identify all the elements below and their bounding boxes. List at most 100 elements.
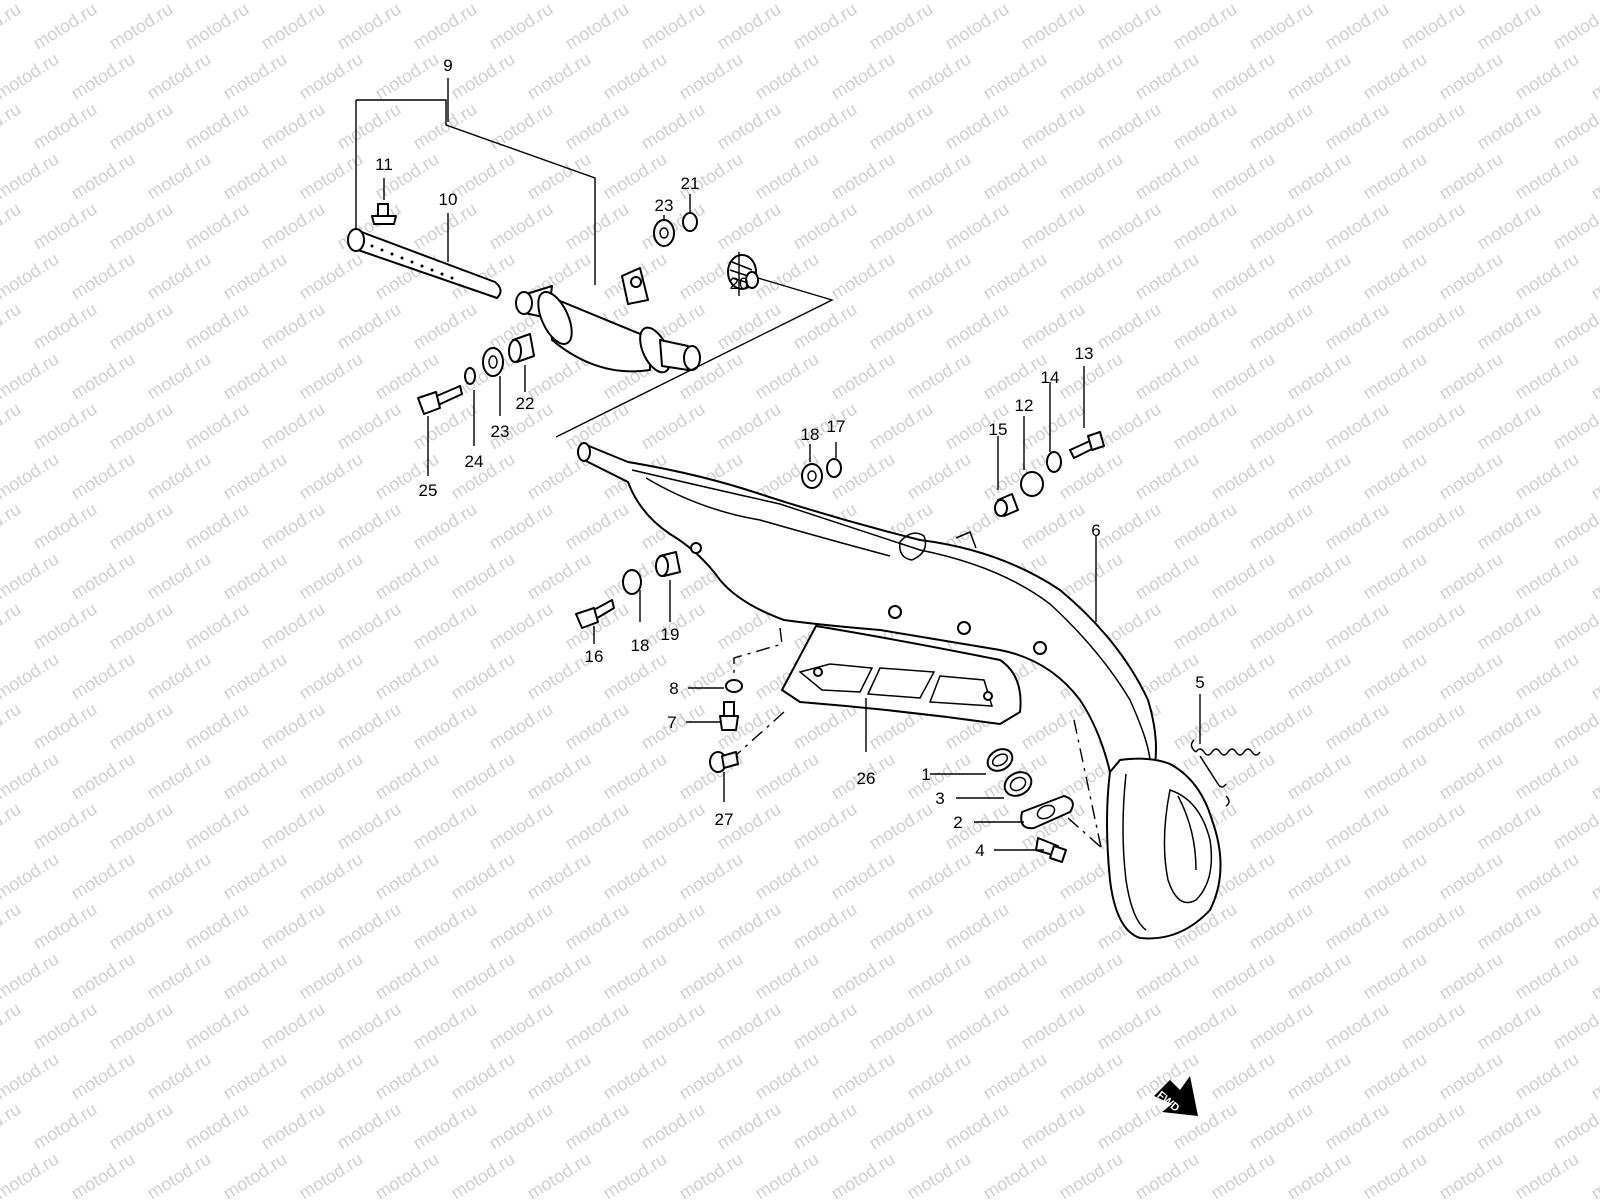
- watermark-text: motod.ru: [942, 199, 1013, 254]
- watermark-text: motod.ru: [790, 299, 861, 354]
- watermark-text: motod.ru: [1588, 349, 1600, 404]
- watermark-text: motod.ru: [790, 799, 861, 854]
- watermark-text: motod.ru: [1474, 799, 1545, 854]
- watermark-text: motod.ru: [980, 249, 1051, 304]
- watermark-text: motod.ru: [1322, 0, 1393, 53]
- watermark-text: motod.ru: [904, 949, 975, 1004]
- watermark-text: motod.ru: [1056, 149, 1127, 204]
- watermark-text: motod.ru: [1018, 1099, 1089, 1154]
- collar-15: [994, 493, 1019, 517]
- watermark-text: motod.ru: [1550, 999, 1600, 1054]
- watermark-text: motod.ru: [0, 899, 24, 954]
- watermark-text: motod.ru: [372, 1049, 443, 1104]
- watermark-text: motod.ru: [638, 0, 709, 53]
- watermark-text: motod.ru: [1132, 249, 1203, 304]
- watermark-text: motod.ru: [258, 199, 329, 254]
- watermark-text: motod.ru: [1322, 699, 1393, 754]
- watermark-text: motod.ru: [296, 349, 367, 404]
- watermark-text: motod.ru: [1474, 199, 1545, 254]
- watermark-text: motod.ru: [296, 49, 367, 104]
- watermark-text: motod.ru: [410, 399, 481, 454]
- watermark-text: motod.ru: [1588, 49, 1600, 104]
- watermark-text: motod.ru: [1284, 149, 1355, 204]
- watermark-text: motod.ru: [1398, 899, 1469, 954]
- watermark-text: motod.ru: [0, 649, 62, 704]
- watermark-text: motod.ru: [1360, 49, 1431, 104]
- watermark-text: motod.ru: [486, 799, 557, 854]
- watermark-text: motod.ru: [144, 349, 215, 404]
- washer-23-upper: [653, 219, 675, 247]
- watermark-text: motod.ru: [30, 799, 101, 854]
- callout-23-upper: 23: [655, 196, 674, 215]
- watermark-text: motod.ru: [30, 0, 101, 53]
- callout-19: 19: [661, 625, 680, 644]
- watermark-text: motod.ru: [828, 1049, 899, 1104]
- watermark-text: motod.ru: [220, 149, 291, 204]
- watermark-text: motod.ru: [1360, 949, 1431, 1004]
- collar-19: [655, 551, 681, 577]
- watermark-text: motod.ru: [0, 599, 24, 654]
- watermark-text: motod.ru: [1246, 799, 1317, 854]
- watermark-text: motod.ru: [1360, 0, 1431, 3]
- watermark-text: motod.ru: [1246, 299, 1317, 354]
- watermark-text: motod.ru: [1474, 0, 1545, 53]
- watermark-text: motod.ru: [980, 149, 1051, 204]
- watermark-text: motod.ru: [828, 249, 899, 304]
- watermark-text: motod.ru: [296, 949, 367, 1004]
- callout-22: 22: [516, 394, 535, 413]
- watermark-text: motod.ru: [676, 49, 747, 104]
- watermark-text: motod.ru: [1550, 299, 1600, 354]
- watermark-text: motod.ru: [1360, 249, 1431, 304]
- watermark-text: motod.ru: [980, 0, 1051, 3]
- watermark-text: motod.ru: [410, 599, 481, 654]
- watermark-text: motod.ru: [30, 499, 101, 554]
- watermark-text: motod.ru: [1360, 549, 1431, 604]
- watermark-text: motod.ru: [1284, 0, 1355, 3]
- watermark-text: motod.ru: [1588, 949, 1600, 1004]
- watermark-text: motod.ru: [1208, 949, 1279, 1004]
- watermark-text: motod.ru: [1284, 349, 1355, 404]
- watermark-text: motod.ru: [144, 749, 215, 804]
- watermark-text: motod.ru: [296, 1049, 367, 1104]
- watermark-text: motod.ru: [828, 1149, 899, 1200]
- watermark-text: motod.ru: [1512, 649, 1583, 704]
- watermark-text: motod.ru: [1588, 249, 1600, 304]
- watermark-text: motod.ru: [638, 799, 709, 854]
- watermark-text: motod.ru: [1322, 399, 1393, 454]
- watermark-text: motod.ru: [68, 349, 139, 404]
- watermark-text: motod.ru: [0, 1149, 62, 1200]
- watermark-text: motod.ru: [1550, 99, 1600, 154]
- watermark-text: motod.ru: [0, 549, 62, 604]
- watermark-text: motod.ru: [676, 1149, 747, 1200]
- watermark-text: motod.ru: [1246, 599, 1317, 654]
- watermark-text: motod.ru: [448, 949, 519, 1004]
- watermark-text: motod.ru: [296, 649, 367, 704]
- silencer-body: [515, 267, 701, 374]
- watermark-text: motod.ru: [1474, 499, 1545, 554]
- watermark-text: motod.ru: [1094, 0, 1165, 53]
- watermark-text: motod.ru: [410, 899, 481, 954]
- watermark-text: motod.ru: [1208, 249, 1279, 304]
- watermark-text: motod.ru: [296, 849, 367, 904]
- watermark-text: motod.ru: [1360, 1049, 1431, 1104]
- watermark-text: motod.ru: [1284, 1149, 1355, 1200]
- seal-3: [1003, 771, 1033, 797]
- callout-12: 12: [1015, 396, 1034, 415]
- watermark-text: motod.ru: [410, 799, 481, 854]
- watermark-text: motod.ru: [1246, 0, 1317, 53]
- watermark-text: motod.ru: [486, 899, 557, 954]
- bolt-27: [709, 751, 739, 773]
- watermark-text: motod.ru: [562, 999, 633, 1054]
- watermark-text: motod.ru: [220, 949, 291, 1004]
- watermark-text: motod.ru: [448, 549, 519, 604]
- watermark-text: motod.ru: [1398, 199, 1469, 254]
- watermark-text: motod.ru: [866, 199, 937, 254]
- watermark-text: motod.ru: [600, 49, 671, 104]
- watermark-text: motod.ru: [106, 999, 177, 1054]
- watermark-text: motod.ru: [182, 0, 253, 53]
- watermark-text: motod.ru: [942, 99, 1013, 154]
- watermark-text: motod.ru: [1588, 449, 1600, 504]
- watermark-text: motod.ru: [182, 899, 253, 954]
- watermark-text: motod.ru: [562, 399, 633, 454]
- watermark-text: motod.ru: [714, 399, 785, 454]
